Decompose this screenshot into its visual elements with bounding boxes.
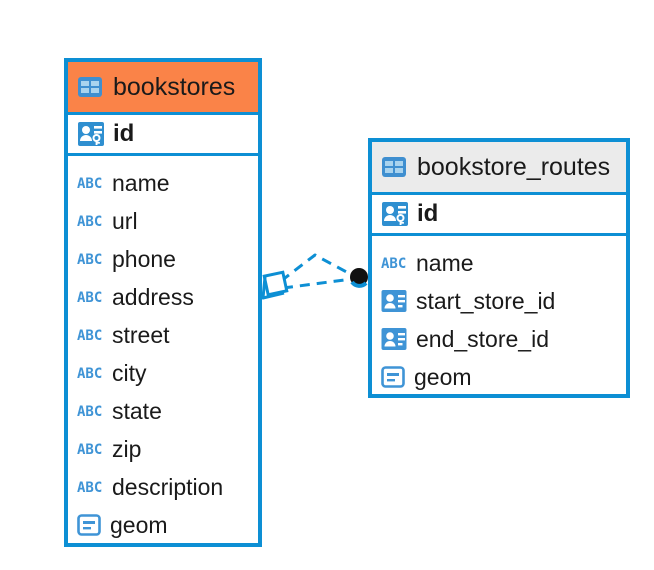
field-row[interactable]: ABC address [68, 278, 258, 316]
text-type-icon: ABC [77, 289, 103, 305]
text-type-icon: ABC [77, 327, 103, 343]
field-label: name [112, 169, 170, 196]
svg-text:ABC: ABC [77, 214, 102, 229]
field-label: geom [414, 363, 472, 390]
primary-key-icon [77, 120, 105, 148]
field-row[interactable]: ABC state [68, 392, 258, 430]
field-label: zip [112, 435, 142, 462]
field-label: start_store_id [416, 287, 556, 314]
svg-text:ABC: ABC [77, 252, 102, 267]
field-label: phone [112, 245, 176, 272]
text-type-icon: ABC [77, 479, 103, 495]
field-row[interactable]: geom [68, 506, 258, 544]
field-row[interactable]: ABC name [372, 244, 626, 282]
field-row[interactable]: ABC zip [68, 430, 258, 468]
primary-key-row-bookstores[interactable]: id [68, 112, 258, 156]
field-row[interactable]: ABC street [68, 316, 258, 354]
text-type-icon: ABC [77, 365, 103, 381]
table-icon [381, 156, 407, 178]
geometry-type-icon [381, 366, 405, 388]
svg-text:ABC: ABC [77, 480, 102, 495]
field-label: end_store_id [416, 325, 549, 352]
field-label: url [112, 207, 138, 234]
crows-foot-marker [261, 270, 289, 300]
foreign-key-icon [381, 289, 407, 313]
table-header-bookstores[interactable]: bookstores [68, 62, 258, 112]
table-name-label: bookstores [113, 72, 236, 101]
primary-key-icon [381, 200, 409, 228]
field-label: state [112, 397, 162, 424]
field-row[interactable]: ABC url [68, 202, 258, 240]
text-type-icon: ABC [381, 255, 407, 271]
svg-text:ABC: ABC [77, 176, 102, 191]
field-row[interactable]: ABC description [68, 468, 258, 506]
text-type-icon: ABC [77, 175, 103, 191]
field-list-bookstore-routes: ABC name start_store_id [372, 236, 626, 406]
geometry-type-icon [77, 514, 101, 536]
table-name-label: bookstore_routes [417, 152, 611, 181]
field-row[interactable]: end_store_id [372, 320, 626, 358]
field-label: street [112, 321, 170, 348]
field-row[interactable]: geom [372, 358, 626, 396]
relationship-line-2 [280, 253, 353, 283]
svg-text:ABC: ABC [77, 404, 102, 419]
svg-text:ABC: ABC [77, 366, 102, 381]
entity-table-bookstores[interactable]: bookstores id [64, 58, 262, 547]
field-row[interactable]: ABC name [68, 164, 258, 202]
field-row[interactable]: ABC city [68, 354, 258, 392]
foreign-key-icon [381, 327, 407, 351]
entity-table-bookstore-routes[interactable]: bookstore_routes id [368, 138, 630, 398]
one-marker [350, 268, 368, 288]
text-type-icon: ABC [77, 403, 103, 419]
text-type-icon: ABC [77, 441, 103, 457]
field-label: address [112, 283, 194, 310]
field-list-bookstores: ABC name ABC url ABC pho [68, 156, 258, 554]
field-row[interactable]: start_store_id [372, 282, 626, 320]
text-type-icon: ABC [77, 213, 103, 229]
field-label: name [416, 249, 474, 276]
primary-key-label: id [417, 200, 439, 227]
text-type-icon: ABC [77, 251, 103, 267]
primary-key-row-bookstore-routes[interactable]: id [372, 192, 626, 236]
field-label: city [112, 359, 147, 386]
field-row[interactable]: ABC phone [68, 240, 258, 278]
primary-key-label: id [113, 120, 135, 147]
table-header-bookstore-routes[interactable]: bookstore_routes [372, 142, 626, 192]
svg-text:ABC: ABC [77, 290, 102, 305]
svg-text:ABC: ABC [77, 328, 102, 343]
table-icon [77, 76, 103, 98]
field-label: geom [110, 511, 168, 538]
svg-text:ABC: ABC [77, 442, 102, 457]
relationship-line-1 [282, 277, 353, 290]
svg-text:ABC: ABC [381, 256, 406, 271]
field-label: description [112, 473, 224, 500]
